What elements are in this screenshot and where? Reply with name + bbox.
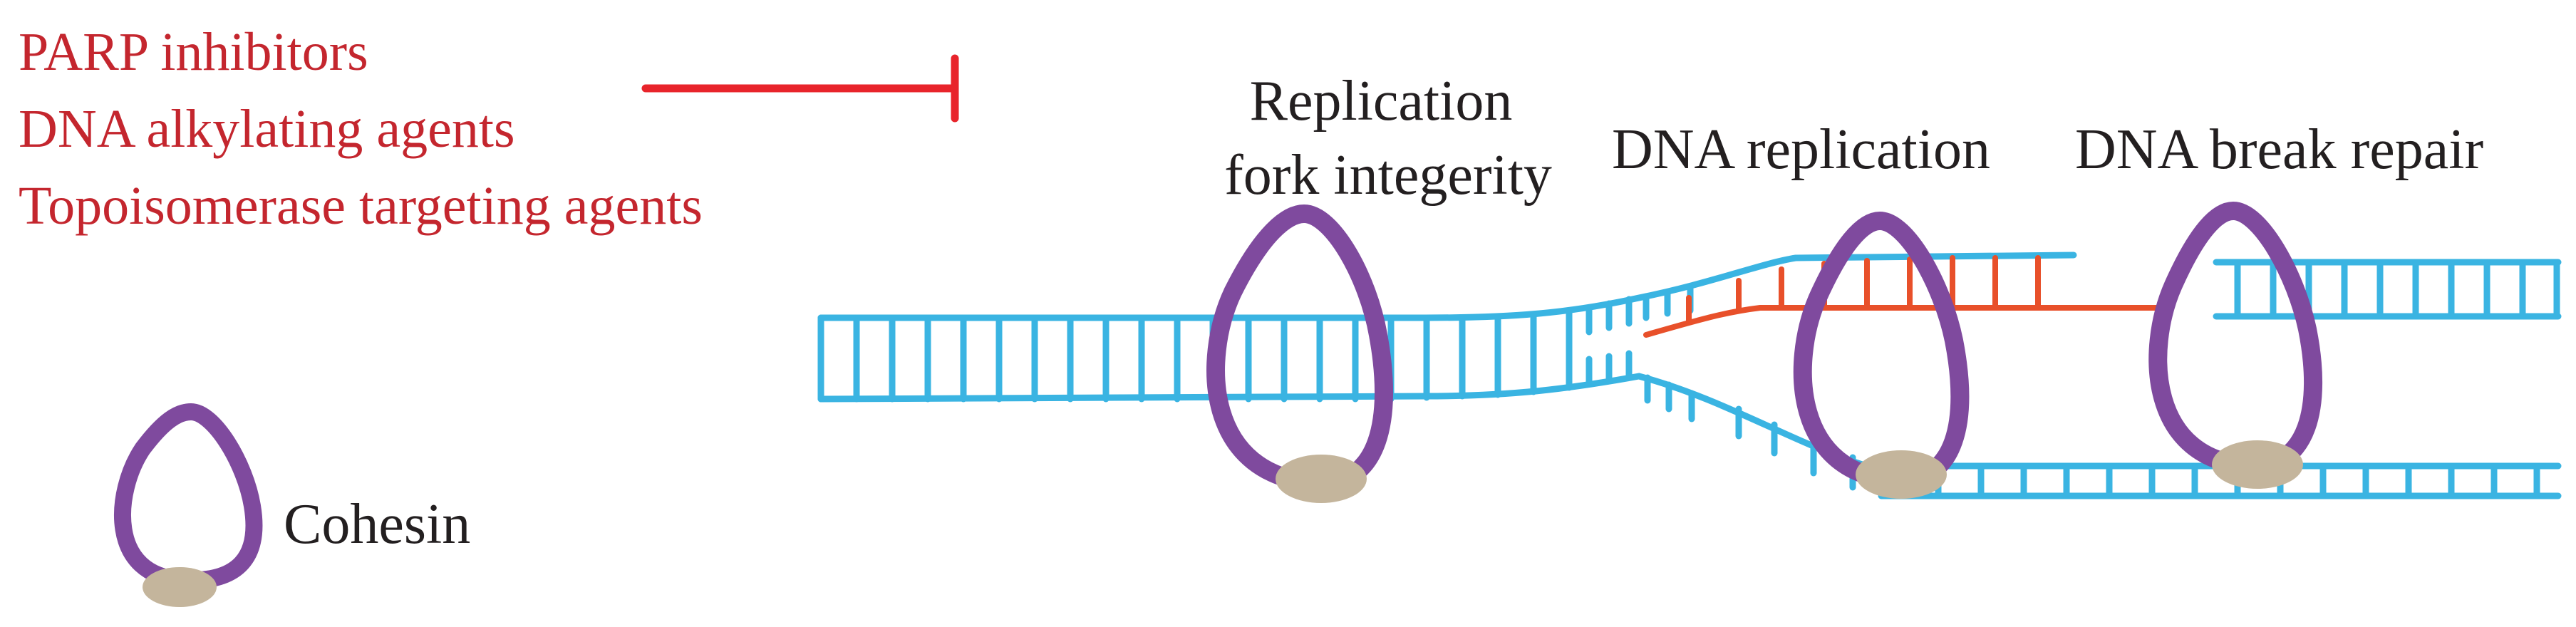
drug-item-topoisomerase-targeting-agents: Topoisomerase targeting agents <box>19 176 703 236</box>
label-cohesin: Cohesin <box>284 493 470 556</box>
dna-helix-icon <box>817 252 2562 499</box>
cohesin-ring-repair-icon <box>2148 202 2323 489</box>
label-fork-integrity-line1: Replication <box>1250 70 1513 133</box>
drug-item-parp-inhibitors: PARP inhibitors <box>19 22 368 82</box>
cohesin-ring-fork-icon <box>1206 204 1393 503</box>
inhibition-arrow-icon <box>641 54 959 123</box>
dna-base-pairs-lower <box>1735 405 2540 499</box>
label-dna-break-repair: DNA break repair <box>2075 118 2483 181</box>
new-dna-strand-icon <box>1643 255 2162 338</box>
cohesin-legend-icon <box>114 403 263 607</box>
dna-base-pairs-left <box>853 309 1573 403</box>
cohesin-ring-replication-icon <box>1793 212 1970 499</box>
label-fork-integrity-line2: fork integerity <box>1224 144 1552 207</box>
drug-item-dna-alkylating-agents: DNA alkylating agents <box>19 99 515 159</box>
label-dna-replication: DNA replication <box>1612 118 1990 181</box>
drug-list: PARP inhibitors DNA alkylating agents To… <box>19 22 703 236</box>
process-labels: Replication fork integerity DNA replicat… <box>284 70 2483 556</box>
